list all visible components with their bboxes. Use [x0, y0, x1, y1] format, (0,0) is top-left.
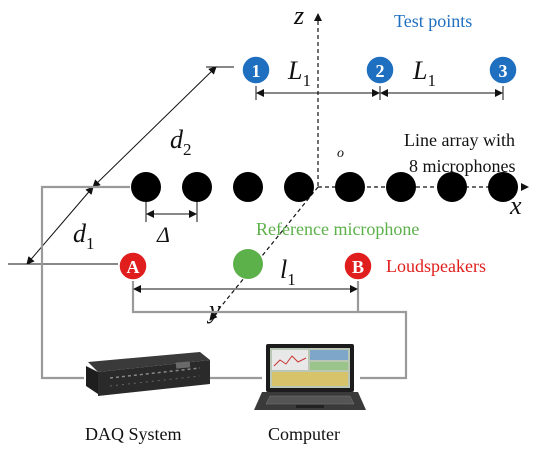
speaker-a: A: [118, 251, 148, 281]
microphone-6: [386, 172, 416, 202]
speaker-b: B: [343, 251, 373, 281]
d1-dimension-line: [26, 186, 94, 265]
z-axis-label: z: [293, 1, 304, 30]
test-point-2-label: 2: [376, 61, 385, 81]
line-array-label-line1: Line array with: [404, 130, 515, 150]
wire-to-computer: [358, 310, 408, 380]
delta-label: Δ: [156, 222, 170, 247]
l1-label-b: L1: [412, 56, 436, 90]
microphone-7: [437, 172, 467, 202]
test-point-3-label: 3: [499, 61, 508, 81]
line-array-label-line2: 8 microphones: [409, 156, 515, 176]
test-point-2: 2: [365, 55, 395, 85]
microphone-8: [488, 172, 518, 202]
d2-label: d2: [170, 125, 192, 159]
reference-microphone-label: Reference microphone: [256, 219, 419, 239]
wire-speaker-loop: [131, 281, 360, 314]
microphone-2: [182, 172, 212, 202]
d1-label: d1: [73, 219, 95, 253]
test-point-1: 1: [241, 55, 271, 85]
y-axis-label: y: [206, 295, 221, 324]
reference-microphone: [233, 249, 263, 279]
daq-system-device: [86, 352, 210, 396]
l1-label-a: L1: [287, 56, 311, 90]
daq-system-label: DAQ System: [85, 424, 182, 444]
computer-label: Computer: [268, 424, 340, 444]
microphone-1: [131, 172, 161, 202]
test-point-1-label: 1: [252, 61, 261, 81]
test-point-3: 3: [488, 55, 518, 85]
microphone-3: [233, 172, 263, 202]
computer-laptop: [254, 344, 366, 410]
microphone-4: [284, 172, 314, 202]
l1-speaker-label: l1: [280, 255, 296, 289]
loudspeakers-label: Loudspeakers: [386, 256, 486, 276]
microphone-array: [131, 172, 518, 202]
origin-label: o: [337, 146, 344, 161]
speaker-a-label: A: [127, 257, 140, 277]
speaker-b-label: B: [352, 257, 364, 277]
d2-dimension-line: [92, 66, 217, 188]
wire-array-to-daq: [40, 185, 130, 380]
test-points-title: Test points: [394, 11, 472, 31]
microphone-5: [335, 172, 365, 202]
y-axis: [209, 186, 319, 321]
